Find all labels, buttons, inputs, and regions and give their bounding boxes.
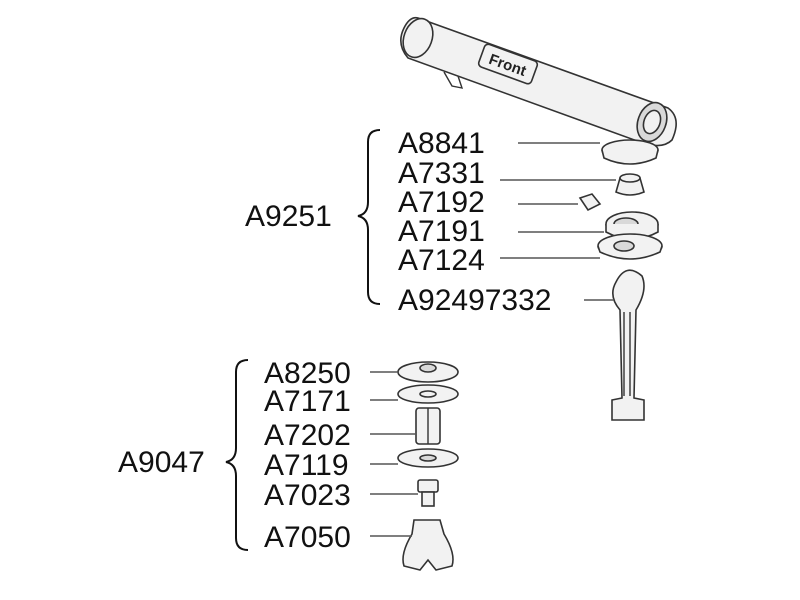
part-a7192-shape xyxy=(578,193,602,212)
part-label-a7202: A7202 xyxy=(264,419,351,452)
group-label-lower: A9047 xyxy=(118,446,205,479)
leader-lines xyxy=(370,142,616,537)
part-a7171-shape xyxy=(397,384,459,404)
group-label-upper: A9251 xyxy=(245,200,332,233)
part-label-a7331: A7331 xyxy=(398,157,485,190)
part-a8841-shape xyxy=(601,139,659,165)
part-label-a8250: A8250 xyxy=(264,357,351,390)
front-badge: Front xyxy=(477,43,539,85)
part-a7124-shape xyxy=(597,233,663,260)
upper-group-brace xyxy=(357,129,381,305)
part-label-a7023: A7023 xyxy=(264,479,351,512)
part-label-a92497332: A92497332 xyxy=(398,284,552,317)
part-a7202-shape xyxy=(415,407,441,445)
part-a7331-shape xyxy=(615,173,645,196)
part-a7023-shape xyxy=(417,479,439,507)
faucet-spout: Front xyxy=(400,16,677,147)
part-a8250-shape xyxy=(397,361,459,383)
part-label-a8841: A8841 xyxy=(398,127,485,160)
lower-group-brace xyxy=(225,359,249,551)
part-label-a7192: A7192 xyxy=(398,186,485,219)
part-a7050-shape xyxy=(402,519,454,571)
part-label-a7119: A7119 xyxy=(264,449,349,482)
part-a92497332-shape xyxy=(611,269,645,421)
part-label-a7124: A7124 xyxy=(398,244,485,277)
part-label-a7050: A7050 xyxy=(264,521,351,554)
part-a7119-shape xyxy=(397,448,459,468)
part-label-a7191: A7191 xyxy=(398,215,485,248)
part-label-a7171: A7171 xyxy=(264,385,351,418)
